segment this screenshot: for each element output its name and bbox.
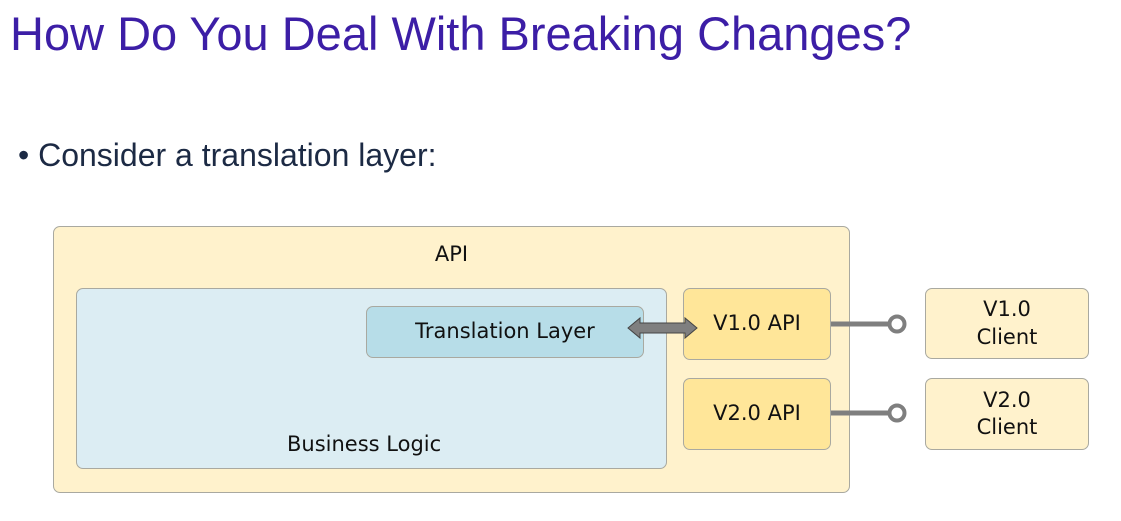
slide-title: How Do You Deal With Breaking Changes? (10, 7, 912, 60)
v1-client-box: V1.0 Client (925, 288, 1089, 359)
double-arrow-icon (627, 316, 698, 340)
bullet-point: • Consider a translation layer: (18, 137, 437, 173)
v2-client-box: V2.0 Client (925, 378, 1089, 450)
v2-api-box: V2.0 API (683, 378, 831, 450)
v1-api-box: V1.0 API (683, 288, 831, 360)
translation-layer-box: Translation Layer (366, 306, 644, 358)
v1-lollipop-icon (887, 314, 907, 334)
v2-lollipop-icon (887, 403, 907, 423)
